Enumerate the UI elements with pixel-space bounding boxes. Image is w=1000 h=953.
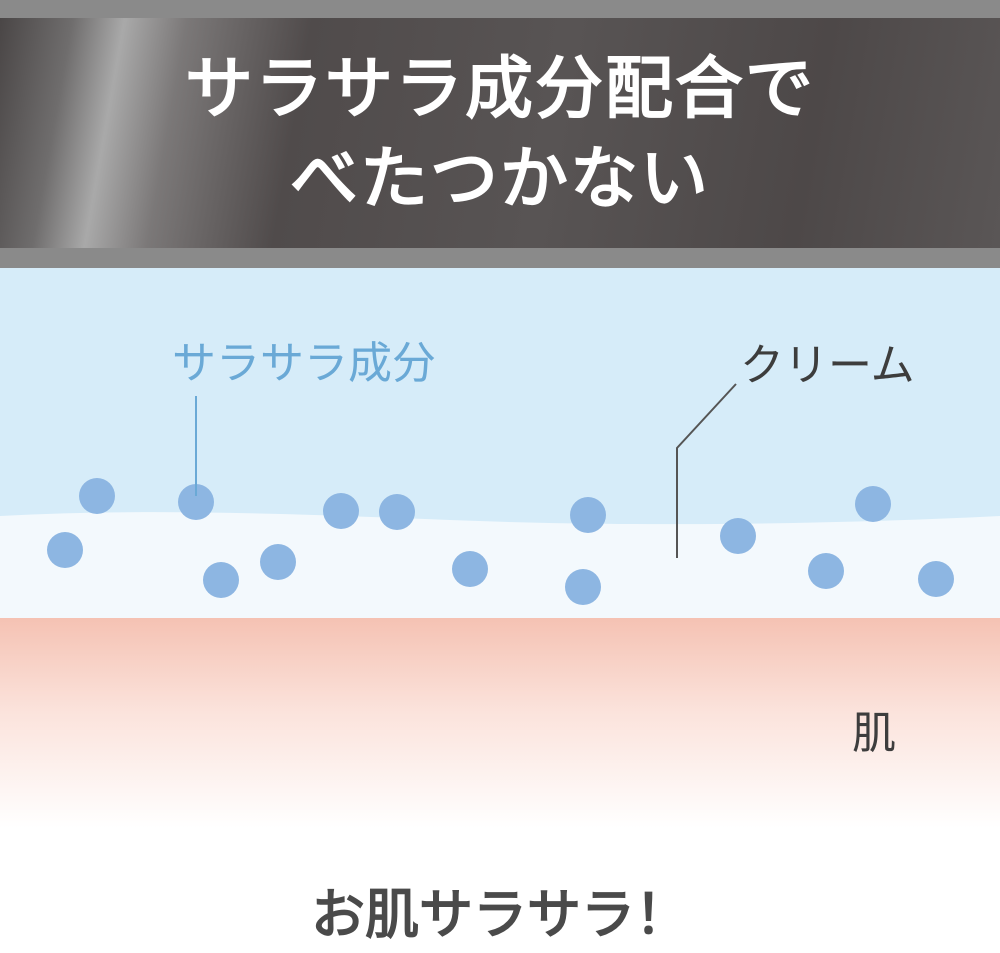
smooth-particle xyxy=(379,494,415,530)
smooth-particle xyxy=(178,484,214,520)
smooth-particle xyxy=(203,562,239,598)
smooth-particle xyxy=(855,486,891,522)
smooth-particle xyxy=(720,518,756,554)
smooth-particle xyxy=(565,569,601,605)
smooth-particle xyxy=(570,497,606,533)
smooth-particle xyxy=(79,478,115,514)
caption: お肌サラサラ！ xyxy=(311,883,689,946)
smooth-particles xyxy=(47,478,954,605)
skin-layer xyxy=(0,618,1000,828)
cream-leader-line xyxy=(676,383,737,558)
smooth-particle xyxy=(808,553,844,589)
smooth-particle xyxy=(918,561,954,597)
cream-layer xyxy=(0,512,1000,620)
header-title-line1: サラサラ成分配合で xyxy=(184,50,815,129)
header-panel xyxy=(0,18,1000,248)
smooth-ingredient-label: サラサラ成分 xyxy=(172,338,436,389)
smooth-particle xyxy=(323,493,359,529)
skin-label: 肌 xyxy=(852,708,896,759)
cream-label: クリーム xyxy=(740,340,915,391)
skin-cream-diagram xyxy=(0,268,1000,828)
smooth-particle xyxy=(47,532,83,568)
smooth-particle xyxy=(452,551,488,587)
header-banner: サラサラ成分配合で べたつかない xyxy=(0,0,1000,268)
header-title-line2: べたつかない xyxy=(289,140,710,219)
smooth-particle xyxy=(260,544,296,580)
